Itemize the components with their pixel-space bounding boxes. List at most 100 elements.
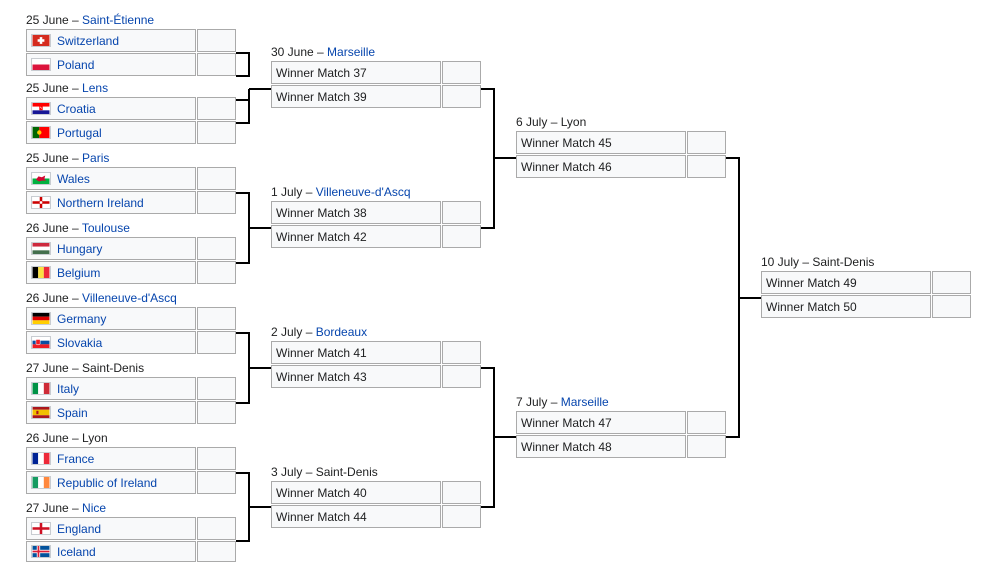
- team-slot: Winner Match 50: [761, 295, 971, 319]
- team-name-link[interactable]: England: [57, 521, 102, 536]
- venue-link[interactable]: Paris: [82, 151, 110, 165]
- venue-link[interactable]: Villeneuve-d'Ascq: [82, 291, 177, 305]
- team-cell: Slovakia: [26, 331, 196, 354]
- team-cell: Italy: [26, 377, 196, 400]
- team-slot: Belgium: [26, 261, 236, 285]
- team-slot: Winner Match 42: [271, 225, 481, 249]
- match-date: 26 June: [26, 291, 69, 305]
- ireland-flag-icon: [31, 476, 51, 489]
- team-cell: Winner Match 46: [516, 155, 686, 178]
- team-name-link[interactable]: Republic of Ireland: [57, 475, 158, 490]
- poland-flag-icon: [31, 58, 51, 71]
- score-cell: [197, 191, 236, 214]
- team-slot: Northern Ireland: [26, 191, 236, 215]
- score-cell: [197, 29, 236, 52]
- match-header: 26 June – Lyon: [26, 431, 108, 445]
- match-date: 7 July: [516, 395, 548, 409]
- team-name-link[interactable]: Hungary: [57, 241, 103, 256]
- team-name-link[interactable]: Germany: [57, 311, 107, 326]
- wales-flag-icon: [31, 172, 51, 185]
- score-cell: [442, 341, 481, 364]
- score-cell: [197, 447, 236, 470]
- score-cell: [197, 541, 236, 562]
- venue-link[interactable]: Villeneuve-d'Ascq: [315, 185, 411, 199]
- match-header: 10 July – Saint-Denis: [761, 255, 875, 269]
- team-cell: Winner Match 48: [516, 435, 686, 458]
- match-header: 7 July – Marseille: [516, 395, 609, 409]
- connector-line: [236, 472, 271, 542]
- final-match: 10 July – Saint-Denis Winner Match 49 Wi…: [761, 253, 971, 319]
- team-slot: Croatia: [26, 97, 236, 121]
- match-date: 25 June: [26, 151, 69, 165]
- team-cell: Winner Match 37: [271, 61, 441, 84]
- team-name-link[interactable]: Wales: [57, 171, 90, 186]
- team-name-link[interactable]: Portugal: [57, 125, 102, 140]
- match-header: 1 July – Villeneuve-d'Ascq: [271, 185, 411, 199]
- match-date: 6 July: [516, 115, 548, 129]
- match-date: 27 June: [26, 361, 69, 375]
- team-cell: Winner Match 50: [761, 295, 931, 318]
- venue-link[interactable]: Nice: [82, 501, 107, 515]
- match-date: 2 July: [271, 325, 303, 339]
- match-header: 27 June – Nice: [26, 501, 107, 515]
- team-slot: Winner Match 37: [271, 61, 481, 85]
- r16-match-6: 27 June – Saint-Denis Italy Spain: [26, 359, 236, 425]
- team-name-link[interactable]: Italy: [57, 381, 80, 396]
- qf-match-3: 2 July – Bordeaux Winner Match 41 Winner…: [271, 323, 481, 389]
- team-cell: Winner Match 40: [271, 481, 441, 504]
- team-name-link[interactable]: Iceland: [57, 544, 96, 559]
- belgium-flag-icon: [31, 266, 51, 279]
- score-cell: [197, 471, 236, 494]
- venue-link[interactable]: Bordeaux: [315, 325, 368, 339]
- score-cell: [687, 131, 726, 154]
- team-cell: Republic of Ireland: [26, 471, 196, 494]
- match-date: 10 July: [761, 255, 800, 269]
- match-header: 25 June – Saint-Étienne: [26, 13, 155, 27]
- france-flag-icon: [31, 452, 51, 465]
- venue-link[interactable]: Toulouse: [81, 221, 130, 235]
- italy-flag-icon: [31, 382, 51, 395]
- england-flag-icon: [31, 522, 51, 535]
- team-slot: Winner Match 47: [516, 411, 726, 435]
- team-slot: Portugal: [26, 121, 236, 145]
- team-slot: Winner Match 45: [516, 131, 726, 155]
- team-name-link[interactable]: Poland: [57, 57, 95, 72]
- score-cell: [442, 481, 481, 504]
- connector-line: [236, 192, 271, 264]
- team-slot: France: [26, 447, 236, 471]
- r16-match-8: 27 June – Nice England Iceland: [26, 499, 236, 562]
- r16-match-2: 25 June – Lens Croatia Portugal: [26, 79, 236, 145]
- qf-match-1: 30 June – Marseille Winner Match 37 Winn…: [271, 43, 481, 109]
- team-name-link[interactable]: Switzerland: [57, 33, 120, 48]
- venue-link[interactable]: Saint-Étienne: [82, 13, 155, 27]
- connector-line: [726, 157, 761, 438]
- team-name-link[interactable]: Spain: [57, 405, 88, 420]
- venue-link[interactable]: Marseille: [327, 45, 376, 59]
- score-cell: [442, 505, 481, 528]
- germany-flag-icon: [31, 312, 51, 325]
- score-cell: [197, 331, 236, 354]
- venue-link[interactable]: Marseille: [560, 395, 609, 409]
- team-name-link[interactable]: Slovakia: [57, 335, 103, 350]
- team-slot: Hungary: [26, 237, 236, 261]
- team-name-link[interactable]: France: [57, 451, 95, 466]
- team-cell: Northern Ireland: [26, 191, 196, 214]
- match-date: 27 June: [26, 501, 69, 515]
- score-cell: [197, 261, 236, 284]
- team-slot: Winner Match 40: [271, 481, 481, 505]
- team-name-link[interactable]: Croatia: [57, 101, 96, 116]
- match-date: 30 June: [271, 45, 314, 59]
- score-cell: [197, 237, 236, 260]
- score-cell: [197, 377, 236, 400]
- connector-line: [481, 88, 516, 229]
- team-cell: Winner Match 49: [761, 271, 931, 294]
- hungary-flag-icon: [31, 242, 51, 255]
- match-header: 26 June – Villeneuve-d'Ascq: [26, 291, 177, 305]
- match-header: 3 July – Saint-Denis: [271, 465, 378, 479]
- team-cell: Wales: [26, 167, 196, 190]
- team-cell: Winner Match 43: [271, 365, 441, 388]
- team-name-link[interactable]: Belgium: [57, 265, 101, 280]
- venue-link[interactable]: Lens: [82, 81, 109, 95]
- team-name-link[interactable]: Northern Ireland: [57, 195, 144, 210]
